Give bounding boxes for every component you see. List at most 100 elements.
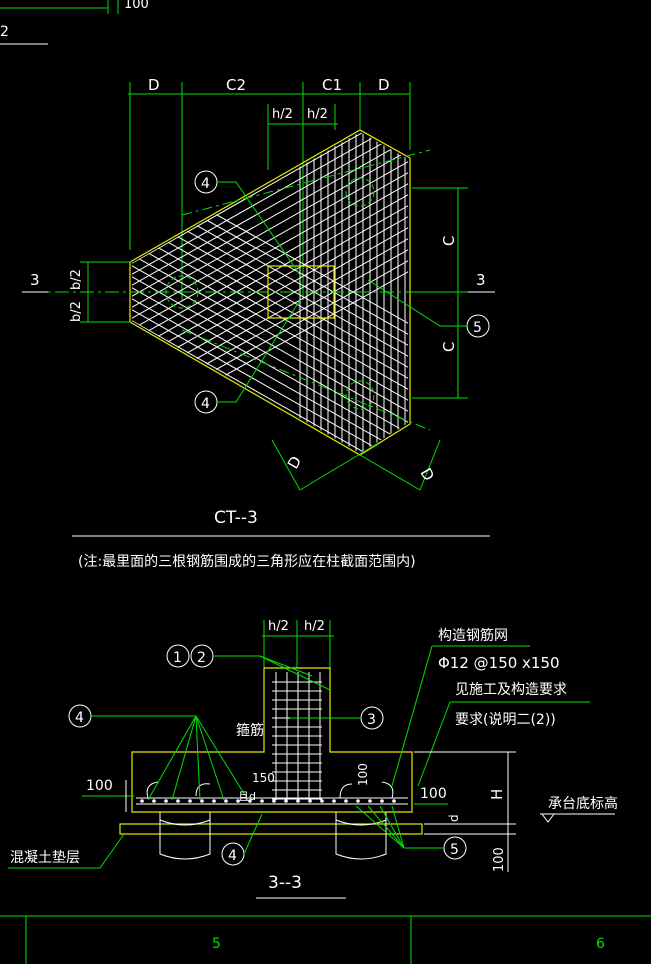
section-dim-100-bottom: 100 xyxy=(492,847,507,872)
drawing-line xyxy=(132,313,408,453)
section-dim-h2b: h/2 xyxy=(304,619,325,634)
drawing-line xyxy=(132,132,408,238)
drawing-line xyxy=(132,434,408,453)
callout-bubble xyxy=(166,644,190,668)
drawing-line xyxy=(132,132,408,150)
rebar-dot xyxy=(368,799,372,803)
drawing-line xyxy=(120,468,420,638)
drawing-line xyxy=(195,715,225,801)
drawing-line xyxy=(132,302,408,453)
section-callout-3: 3 xyxy=(367,712,376,728)
drawing-line xyxy=(132,132,408,227)
plan-dim-b2a: b/2 xyxy=(69,269,84,290)
drawing-line xyxy=(120,0,420,127)
callout-leaders xyxy=(147,715,249,801)
section-outline xyxy=(131,667,413,813)
drawing-line xyxy=(132,357,408,453)
column-rebar xyxy=(272,672,322,800)
bottom-rebar-dots xyxy=(140,799,396,803)
section-dim-100-vert: 100 xyxy=(356,763,370,786)
drawing-line xyxy=(132,225,408,397)
drawing-line xyxy=(132,280,408,452)
drawing-line xyxy=(195,715,249,801)
section-callout-4-lower: 4 xyxy=(228,848,237,864)
section-mesh-spec: Φ12 @150 x150 xyxy=(438,654,560,672)
top-fragment-digit: 2 xyxy=(0,24,9,40)
plan-dim-h2b: h/2 xyxy=(307,107,328,122)
drawing-line xyxy=(132,143,408,315)
plan-dim-d-bottom-right: D xyxy=(417,465,438,484)
section-mesh-title: 构造钢筋网 xyxy=(438,627,508,644)
drawing-line xyxy=(355,805,405,849)
plan-dim-d-bottom-left: D xyxy=(284,453,305,472)
plan-section-mark-left: 3 xyxy=(30,271,40,289)
rebar-dot xyxy=(236,799,240,803)
rebar-dot xyxy=(392,799,396,803)
section-stirrup-label: 箍筋 xyxy=(236,722,264,739)
section-dim-100-left: 100 xyxy=(86,778,113,794)
rebar-dot xyxy=(164,799,168,803)
drawing-line xyxy=(132,132,408,139)
section-see-note2: 要求(说明二(2)) xyxy=(455,712,556,728)
drawing-line xyxy=(132,132,408,304)
section-view: h/2 h/2 箍筋 1 2 3 4 xyxy=(8,619,618,899)
rebar-dot xyxy=(308,799,312,803)
drawing-line xyxy=(195,715,201,801)
drawing-line xyxy=(147,715,197,801)
drawing-line xyxy=(379,805,405,849)
rebar-dot xyxy=(200,799,204,803)
drawing-line xyxy=(132,132,408,194)
rebar-mesh xyxy=(120,0,420,638)
plan-callout-5: 5 xyxy=(473,320,482,336)
drawing-line xyxy=(132,176,408,348)
plan-dim-c-lower: C xyxy=(440,342,458,352)
rebar-dot xyxy=(380,799,384,803)
rebar-dot xyxy=(332,799,336,803)
section-dim-150: 150 xyxy=(252,771,275,785)
drawing-line xyxy=(132,132,408,260)
grid-strip: 5 6 xyxy=(0,915,651,964)
section-callout-5: 5 xyxy=(450,842,459,858)
drawing-line xyxy=(132,445,408,453)
rebar-dot xyxy=(224,799,228,803)
pile-right xyxy=(335,812,387,860)
plan-view: D C2 C1 D h/2 h/2 3 3 b/2 b/2 xyxy=(22,0,495,638)
section-dim-H: H xyxy=(488,789,506,800)
drawing-line xyxy=(132,379,408,453)
drawing-line xyxy=(132,132,408,183)
plan-title: CT--3 xyxy=(214,508,258,528)
drawing-line xyxy=(132,236,408,408)
drawing-line xyxy=(132,264,408,436)
plan-dim-d1: D xyxy=(148,76,160,94)
drawing-line xyxy=(132,401,408,453)
drawing-line xyxy=(132,335,408,453)
drawing-line xyxy=(132,258,408,430)
section-callout-4-upper: 4 xyxy=(75,710,84,726)
drawing-line xyxy=(132,154,408,326)
section-dim-100-right: 100 xyxy=(420,786,447,802)
plan-section-mark-right: 3 xyxy=(476,271,486,289)
drawing-line xyxy=(120,0,420,116)
drawing-line xyxy=(171,715,197,801)
section-dim-ld: 且d xyxy=(238,790,256,803)
rebar-dot xyxy=(356,799,360,803)
drawing-line xyxy=(132,198,408,370)
pile-left xyxy=(159,812,211,860)
rebar-dot xyxy=(344,799,348,803)
drawing-line xyxy=(132,247,408,419)
rebar-dot xyxy=(188,799,192,803)
top-fragment: 100 2 xyxy=(0,0,149,45)
plan-dim-c2: C2 xyxy=(226,76,246,94)
rebar-dot xyxy=(320,799,324,803)
section-callout-1: 1 xyxy=(173,650,182,666)
rebar-dot xyxy=(212,799,216,803)
plan-dim-d2: D xyxy=(378,76,390,94)
drawing-line xyxy=(132,132,408,205)
plan-dim-c1: C1 xyxy=(322,76,342,94)
plan-dim-h2a: h/2 xyxy=(272,107,293,122)
rebar-dot xyxy=(152,799,156,803)
drawing-line xyxy=(132,165,408,337)
grid-cell-6: 6 xyxy=(596,936,605,952)
section-title: 3--3 xyxy=(268,873,302,893)
